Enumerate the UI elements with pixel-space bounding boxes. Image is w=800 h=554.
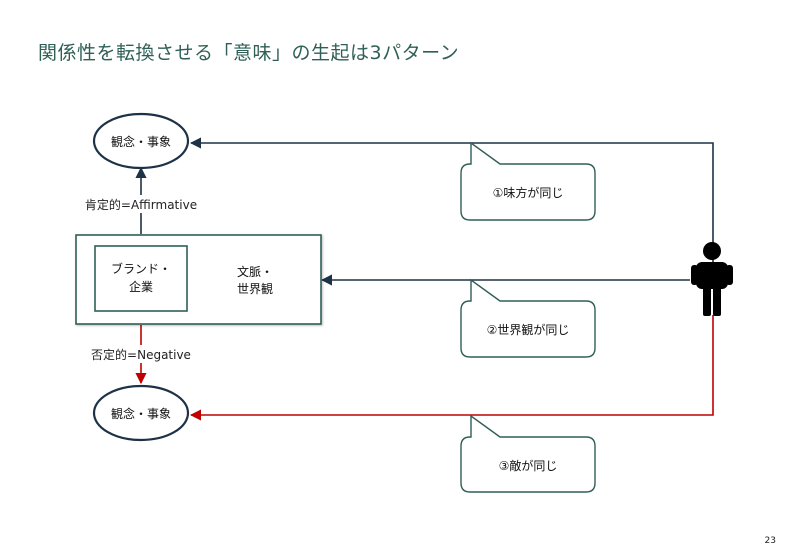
callout-2-text: ②世界観が同じ — [487, 322, 570, 337]
callout-1-text: ①味方が同じ — [493, 185, 564, 200]
top-concept-node — [92, 112, 190, 170]
brand-label-line1: ブランド・ — [111, 261, 171, 276]
context-label-line2: 世界観 — [237, 282, 273, 296]
callout-3: ③敵が同じ — [460, 414, 596, 493]
context-label-line1: 文脈・ — [237, 264, 273, 279]
arrow-top-concept — [189, 137, 714, 283]
person-icon — [691, 242, 733, 316]
arrow-bottom-concept — [189, 315, 714, 421]
page-title: 関係性を転換させる「意味」の生起は3パターン — [38, 42, 460, 64]
brand-box — [94, 245, 188, 312]
callout-3-text: ③敵が同じ — [499, 458, 558, 473]
page-number: 23 — [764, 536, 776, 546]
negative-label: 否定的=Negative — [91, 347, 191, 362]
callout-2: ②世界観が同じ — [460, 278, 596, 358]
brand-label-line2: 企業 — [129, 279, 153, 294]
top-concept-label: 観念・事象 — [111, 134, 171, 149]
affirmative-label: 肯定的=Affirmative — [85, 197, 197, 212]
bottom-concept-label: 観念・事象 — [111, 406, 171, 421]
bottom-concept-node — [92, 384, 190, 442]
callout-1: ①味方が同じ — [460, 141, 596, 221]
